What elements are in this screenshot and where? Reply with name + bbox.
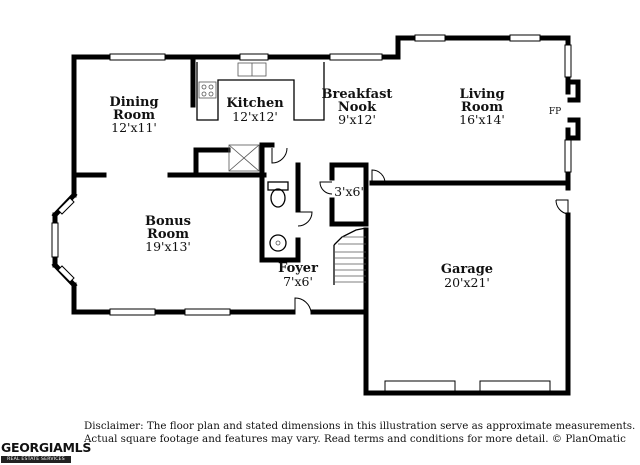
room-breakfast: Breakfast Nook 9'x12' xyxy=(322,87,393,127)
windows xyxy=(51,34,572,392)
room-garage: Garage 20'x21' xyxy=(441,262,493,290)
dining-name-1: Dining xyxy=(109,95,158,110)
disclaimer: Disclaimer: The floor plan and stated di… xyxy=(84,420,636,446)
garage-dims: 20'x21' xyxy=(444,275,490,290)
room-foyer: Foyer 7'x6' xyxy=(278,261,318,289)
dining-dims: 12'x11' xyxy=(111,120,157,135)
kitchen-fixtures xyxy=(196,62,325,172)
stairs xyxy=(333,227,367,285)
kitchen-name: Kitchen xyxy=(226,96,284,111)
breakfast-name-1: Breakfast xyxy=(322,87,393,102)
bath-fixtures xyxy=(267,181,289,252)
logo-sub-text: REAL ESTATE SERVICES xyxy=(1,456,71,463)
disclaimer-line-2: Actual square footage and features may v… xyxy=(84,433,626,445)
garage-name: Garage xyxy=(441,262,493,277)
living-dims: 16'x14' xyxy=(459,112,505,127)
kitchen-dims: 12'x12' xyxy=(232,109,278,124)
living-name-2: Room xyxy=(461,100,503,115)
fireplace: FP xyxy=(549,79,581,141)
room-bonus: Bonus Room 19'x13' xyxy=(145,214,191,254)
bonus-name-1: Bonus xyxy=(145,214,191,229)
foyer-dims: 7'x6' xyxy=(283,274,313,289)
doors xyxy=(271,147,569,313)
room-dining: Dining Room 12'x11' xyxy=(109,95,158,135)
georgiamls-logo: GEORGIAMLS REAL ESTATE SERVICES xyxy=(0,438,91,465)
foyer-name: Foyer xyxy=(278,261,318,276)
living-name-1: Living xyxy=(459,87,504,102)
logo-main-text: GEORGIAMLS xyxy=(1,440,92,455)
room-closet: 3'x6' xyxy=(334,184,364,199)
bonus-name-2: Room xyxy=(147,227,189,242)
bonus-dims: 19'x13' xyxy=(145,239,191,254)
breakfast-dims: 9'x12' xyxy=(338,112,376,127)
interior-walls xyxy=(71,54,571,315)
room-living: Living Room 16'x14' xyxy=(459,87,505,127)
closet-dims: 3'x6' xyxy=(334,184,364,199)
dining-name-2: Room xyxy=(113,108,155,123)
disclaimer-line-1: Disclaimer: The floor plan and stated di… xyxy=(84,420,636,432)
room-kitchen: Kitchen 12'x12' xyxy=(226,96,284,124)
fireplace-label: FP xyxy=(549,107,561,117)
breakfast-name-2: Nook xyxy=(338,100,377,115)
